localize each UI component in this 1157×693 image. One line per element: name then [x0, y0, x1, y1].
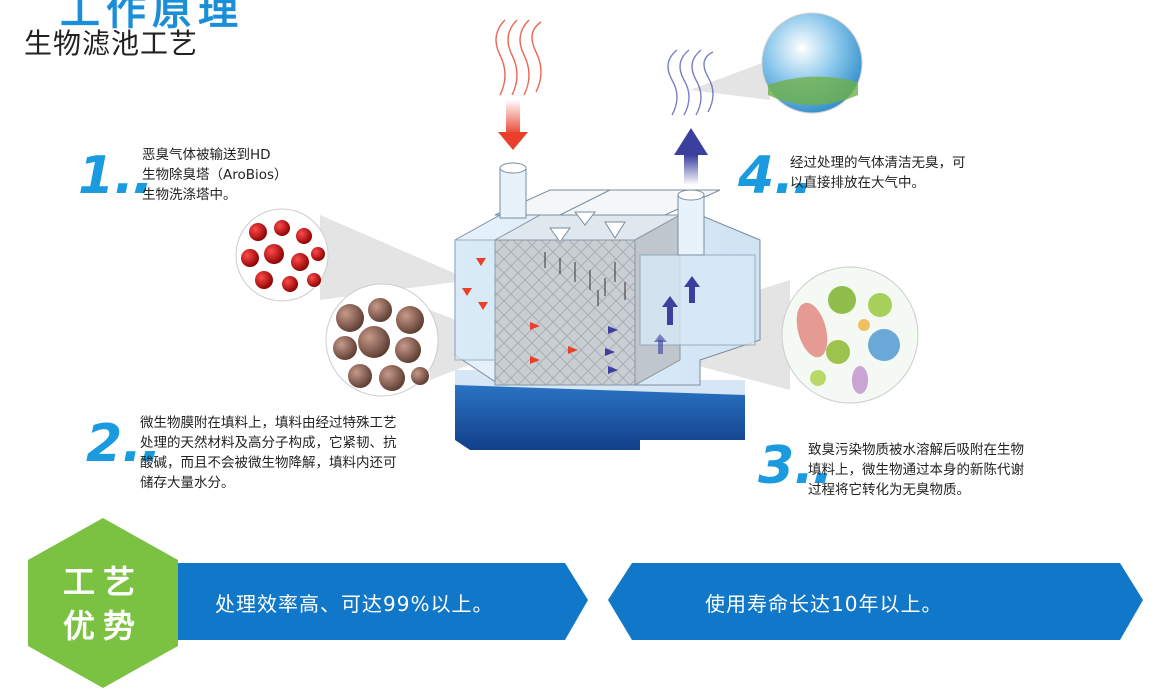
outlet-arrow-icon	[674, 128, 708, 155]
step-3-number: 3.	[758, 440, 826, 492]
inlet-pipe	[499, 167, 527, 219]
advantage-item-2: 使用寿命长达10年以上。	[705, 592, 943, 616]
filter-media-block	[494, 239, 636, 386]
callout-beam-4	[690, 60, 770, 100]
step-2-number: 2.	[86, 418, 154, 470]
filler-media-icon	[333, 298, 429, 391]
odor-gas-waves	[495, 19, 542, 96]
advantage-badge-hexagon	[28, 518, 178, 688]
step-1-text: 恶臭气体被输送到HD 生物除臭塔（AroBios） 生物洗涤塔中。	[142, 147, 288, 203]
internal-blue-arrows	[605, 276, 700, 374]
advantage-badge-line-2: 优势	[62, 607, 143, 645]
advantage-banner-1	[175, 563, 588, 640]
step-3-text: 致臭污染物质被水溶解后吸附在生物 填料上，微生物通过本身的新陈代谢 过程将它转化…	[808, 442, 1024, 498]
clean-gas-waves	[667, 49, 714, 116]
callout-beam-1	[320, 215, 470, 300]
step-4-text: 经过处理的气体清洁无臭，可 以直接排放在大气中。	[790, 155, 966, 191]
advantage-badge-label: 工艺 优势	[28, 560, 178, 648]
internal-red-arrows	[462, 258, 578, 364]
advantage-item-1: 处理效率高、可达99%以上。	[215, 592, 494, 616]
inlet-arrow-icon	[498, 132, 528, 150]
step-1-number: 1.	[78, 150, 146, 202]
microbes-icon	[796, 286, 900, 394]
drip-lines	[544, 252, 626, 306]
step-4-number: 4.	[738, 150, 806, 202]
advantage-badge-line-1: 工艺	[62, 563, 143, 601]
page-title: 生物滤池工艺	[24, 27, 199, 60]
outlet-pipe	[677, 194, 705, 256]
step-2-text: 微生物膜附在填料上，填料由经过特殊工艺 处理的天然材料及高分子构成，它紧韧、抗 …	[140, 415, 397, 491]
advantage-banner-2	[608, 563, 1143, 640]
top-strip-title: 工作原理	[60, 0, 244, 34]
odor-molecules-icon	[241, 220, 325, 292]
